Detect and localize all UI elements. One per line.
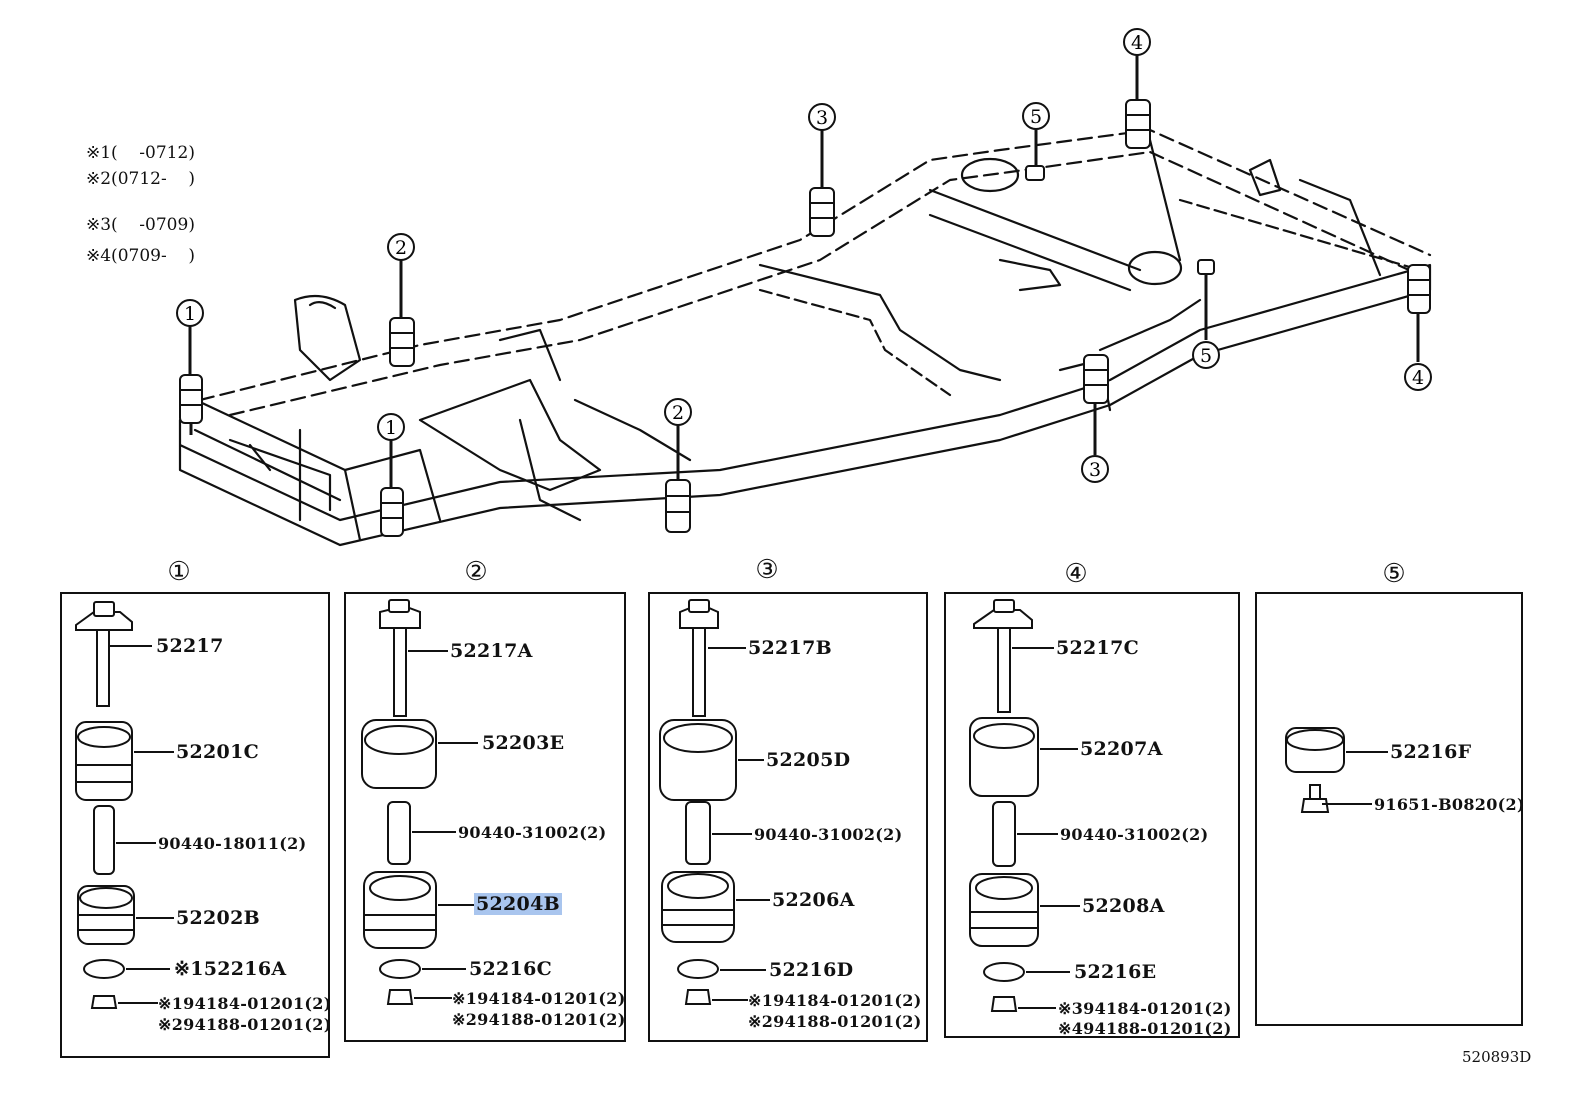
part-94188-01201-g3[interactable]: ※294188-01201(2) [748,1012,922,1031]
frame-rail-right [198,128,1432,402]
part-90440-31002-g3[interactable]: 90440-31002(2) [754,825,903,844]
mount-4-front [1125,99,1151,149]
note-1: ※1( -0712) [86,143,195,163]
part-94188-01201-g1[interactable]: ※294188-01201(2) [158,1015,332,1034]
part-94184-01201-g1[interactable]: ※194184-01201(2) [158,994,332,1013]
part-52217B[interactable]: 52217B [748,637,832,659]
part-94184-01201-g4[interactable]: ※394184-01201(2) [1058,999,1232,1018]
mount-4-rear [1407,264,1431,314]
part-52203E[interactable]: 52203E [482,732,565,754]
part-52202B[interactable]: 52202B [176,907,260,929]
group-box-2 [344,592,626,1042]
group-box-5 [1255,592,1523,1026]
callout-3a: 3 [816,107,828,129]
mount-3-front [809,187,835,237]
group-2-parts [361,599,437,1005]
part-52217C[interactable]: 52217C [1056,637,1140,659]
group-1-parts [75,601,135,1009]
part-94188-01201-g2[interactable]: ※294188-01201(2) [452,1010,626,1029]
mount-5-rear [1197,259,1215,275]
group-header-4: ④ [1064,559,1088,589]
part-90440-31002-g4[interactable]: 90440-31002(2) [1060,825,1209,844]
callout-2b: 2 [672,402,684,424]
group-3-parts [659,599,737,1005]
callout-5b: 5 [1200,345,1212,367]
part-52216D[interactable]: 52216D [769,959,854,981]
part-52201C[interactable]: 52201C [176,741,260,763]
part-94188-01201-g4[interactable]: ※494188-01201(2) [1058,1019,1232,1038]
part-52216C[interactable]: 52216C [469,958,553,980]
mount-2-rear [665,479,691,533]
part-90440-31002-g2[interactable]: 90440-31002(2) [458,823,607,842]
part-52217A[interactable]: 52217A [450,640,533,662]
part-52216E[interactable]: 52216E [1074,961,1157,983]
note-4: ※4(0709- ) [86,246,195,266]
note-2: ※2(0712- ) [86,169,195,189]
group-box-1 [60,592,330,1058]
group-header-1: ① [167,557,191,587]
callout-2a: 2 [395,237,407,259]
mount-1-rear [380,487,404,537]
part-52208A[interactable]: 52208A [1082,895,1165,917]
callout-1a: 1 [184,303,196,325]
part-94184-01201-g2[interactable]: ※194184-01201(2) [452,989,626,1008]
frame-rail-left [178,263,1432,547]
part-52216F[interactable]: 52216F [1390,741,1472,763]
mount-5-front [1025,165,1045,181]
group-box-3 [648,592,928,1042]
callout-1b: 1 [385,417,397,439]
part-52206A[interactable]: 52206A [772,889,855,911]
group-header-3: ③ [755,555,779,585]
mount-2-front [389,317,415,367]
group-4-parts [969,599,1039,1012]
part-91651-B0820[interactable]: 91651-B0820(2) [1374,795,1525,814]
part-52204B[interactable]: 52204B [474,893,562,915]
group-header-5: ⑤ [1382,559,1406,589]
part-52216A[interactable]: ※152216A [174,958,287,980]
callout-5a: 5 [1030,106,1042,128]
group-box-4 [944,592,1240,1038]
note-3: ※3( -0709) [86,215,195,235]
part-90440-18011[interactable]: 90440-18011(2) [158,834,307,853]
part-52217[interactable]: 52217 [156,635,224,657]
callout-3b: 3 [1089,459,1101,481]
part-94184-01201-g3[interactable]: ※194184-01201(2) [748,991,922,1010]
group-header-2: ② [464,557,488,587]
mount-3-rear [1083,354,1109,404]
part-52205D[interactable]: 52205D [766,749,851,771]
callout-4a: 4 [1131,32,1143,54]
figure-id: 520893D [1462,1048,1532,1066]
mount-1-front [179,374,203,424]
part-52207A[interactable]: 52207A [1080,738,1163,760]
group-5-parts [1285,727,1345,813]
callout-4b: 4 [1412,367,1424,389]
